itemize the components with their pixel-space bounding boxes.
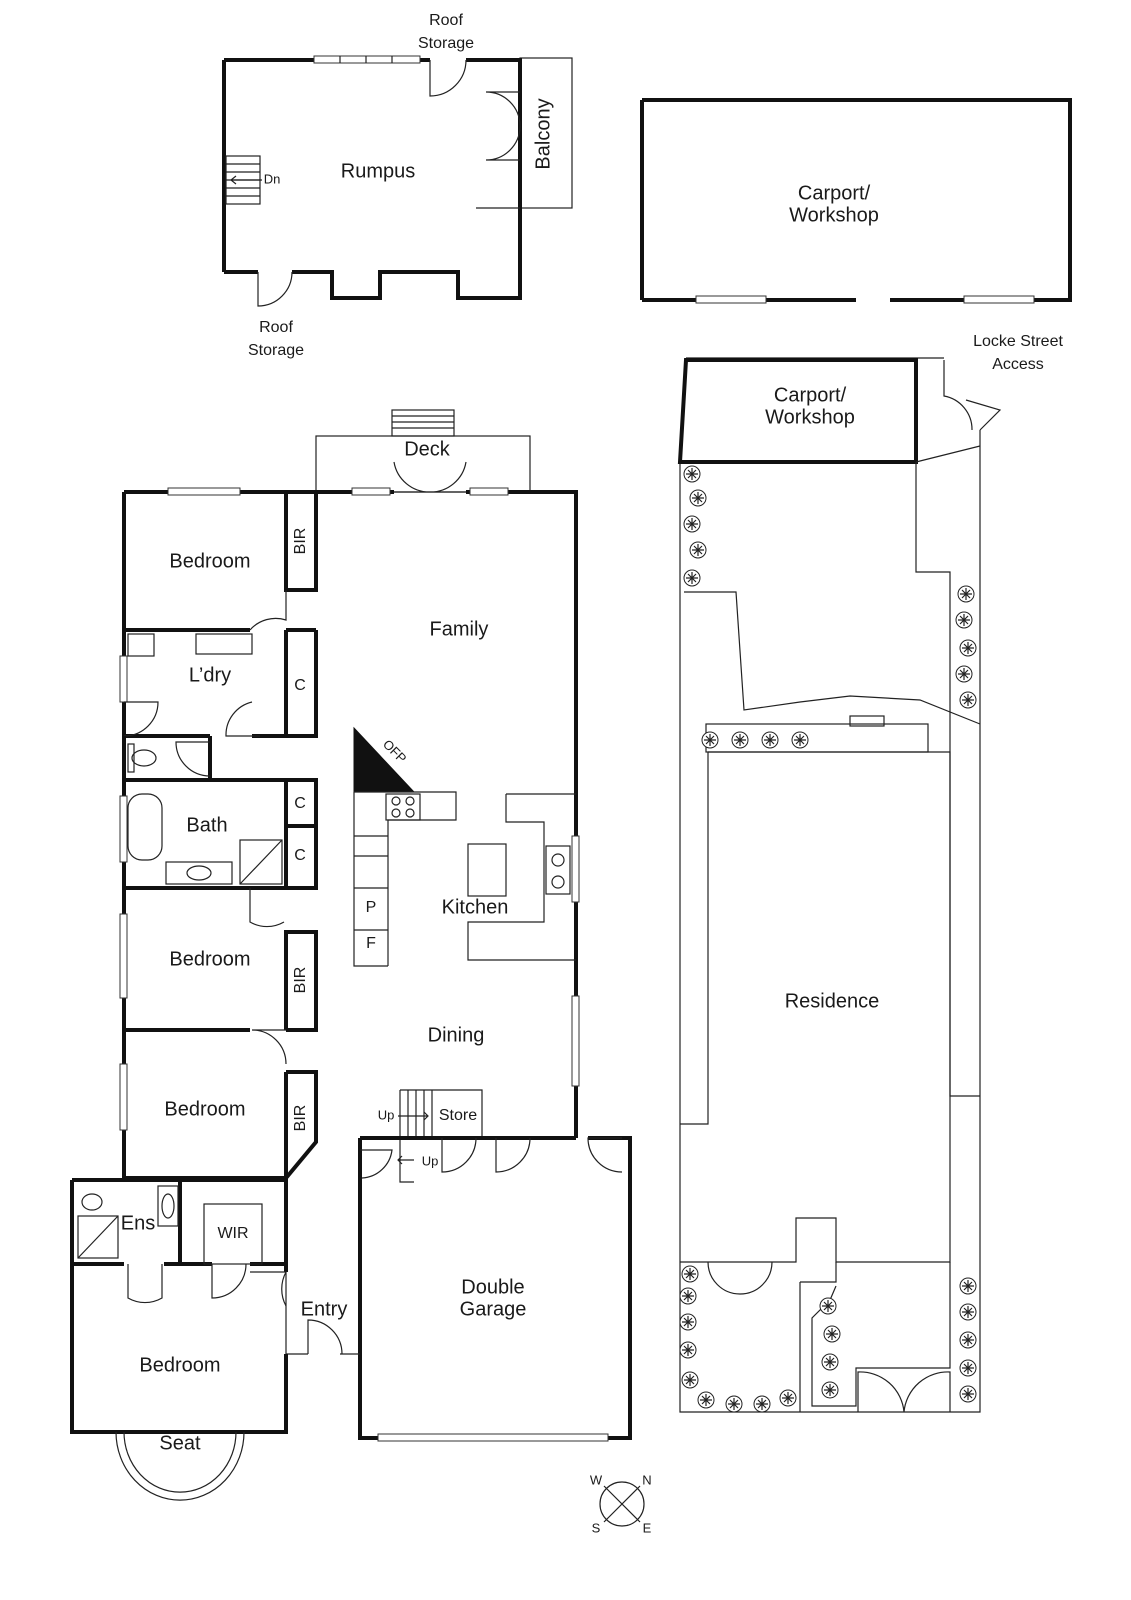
shrub-detail [686,518,698,530]
shrub-detail [692,544,704,556]
label-garage-2: Garage [460,1298,527,1320]
label-ensuite: Ens [121,1212,155,1234]
label-roof-storage-bottom-1: Roof [259,319,293,336]
label-dining: Dining [428,1024,485,1046]
label-carport-site-1: Carport/ [774,384,847,406]
shrub-detail [686,468,698,480]
shrub-detail [734,734,746,746]
label-bedroom-1: Bedroom [169,550,250,572]
shrub-detail [692,492,704,504]
upper-level: Roof Storage Rumpus Balcony Dn Roof Stor… [222,12,573,359]
shrub-detail [682,1344,694,1356]
shrub-detail [958,614,970,626]
shrub-detail [686,572,698,584]
label-garage-1: Double [461,1276,524,1298]
ground-floor: Deck Bedroom BIR Family L’dry C [70,409,632,1501]
label-roof-storage-top-1: Roof [429,12,463,29]
label-wir: WIR [217,1225,248,1242]
shrub-detail [822,1300,834,1312]
label-bir-1: BIR [292,528,309,555]
label-cupboard-2: C [294,795,306,812]
label-bir-2: BIR [292,967,309,994]
garden-shrubs [679,465,977,1413]
label-residence: Residence [785,990,880,1012]
compass-w: W [590,1472,603,1487]
shrub-detail [700,1394,712,1406]
label-cupboard-3: C [294,847,306,864]
label-store: Store [439,1107,477,1124]
label-bir-3: BIR [292,1105,309,1132]
label-bedroom-2: Bedroom [169,948,250,970]
shrub-detail [824,1384,836,1396]
label-roof-storage-bottom-2: Storage [248,342,304,359]
label-bedroom-3: Bedroom [164,1098,245,1120]
label-carport-top-2: Workshop [789,204,879,226]
shrub-detail [728,1398,740,1410]
shrub-detail [682,1316,694,1328]
label-locke-street-1: Locke Street [973,333,1063,350]
label-seat: Seat [159,1432,201,1454]
shrub-detail [824,1356,836,1368]
label-carport-site-2: Workshop [765,406,855,428]
label-entry: Entry [301,1298,348,1320]
shrub-detail [826,1328,838,1340]
label-roof-storage-top-2: Storage [418,35,474,52]
shrub-detail [962,1280,974,1292]
shrub-detail [962,1306,974,1318]
shrub-detail [682,1290,694,1302]
label-locke-street-2: Access [992,356,1044,373]
label-bath: Bath [186,814,227,836]
shrub-detail [962,642,974,654]
shrub-detail [764,734,776,746]
shrub-detail [704,734,716,746]
label-up-1: Up [378,1107,395,1122]
label-fridge: F [366,935,376,952]
label-deck: Deck [404,438,451,460]
carport-upper: Carport/ Workshop [640,98,1072,304]
shrub-detail [962,1388,974,1400]
label-balcony: Balcony [532,98,554,169]
label-bedroom-4: Bedroom [139,1354,220,1376]
compass-n: N [642,1472,651,1487]
shrub-detail [684,1268,696,1280]
shrub-detail [782,1392,794,1404]
shrub-detail [962,694,974,706]
shrub-detail [684,1374,696,1386]
compass-e: E [643,1520,652,1535]
label-pantry: P [366,899,377,916]
shrub-detail [794,734,806,746]
shrub-detail [962,1362,974,1374]
shrub-detail [960,588,972,600]
shrub-detail [756,1398,768,1410]
label-kitchen: Kitchen [442,896,509,918]
label-rumpus: Rumpus [341,160,415,182]
label-up-2: Up [422,1153,439,1168]
label-dn: Dn [264,171,281,186]
compass-rose: W N S E [590,1472,652,1535]
label-cupboard-1: C [294,677,306,694]
shrub-detail [958,668,970,680]
shrub-detail [962,1334,974,1346]
site-plan: Locke Street Access Carport/ Workshop Re… [677,333,1063,1413]
compass-s: S [592,1520,601,1535]
label-family: Family [430,618,489,640]
label-laundry: L’dry [189,664,231,686]
label-carport-top-1: Carport/ [798,182,871,204]
